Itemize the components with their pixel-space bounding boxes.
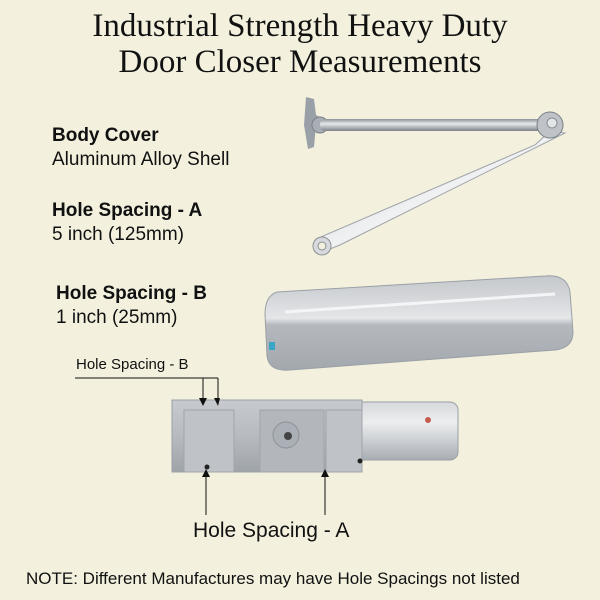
spec-hole-spacing-b: Hole Spacing - B 1 inch (25mm)	[56, 282, 207, 330]
spec-hole-spacing-a: Hole Spacing - A 5 inch (125mm)	[52, 199, 202, 247]
hole-spacing-b-indicator	[75, 377, 220, 406]
closer-arm-icon	[304, 97, 567, 256]
spec-body-cover: Body Cover Aluminum Alloy Shell	[52, 124, 229, 172]
spec-value: Aluminum Alloy Shell	[52, 149, 230, 170]
body-cover-icon	[264, 275, 574, 371]
arrow-down-icon	[214, 398, 220, 406]
hole-spacing-a-label: Hole Spacing - A	[193, 519, 350, 542]
title-line-1: Industrial Strength Heavy Duty	[92, 8, 508, 44]
closer-body-icon	[171, 399, 459, 473]
arrow-up-icon	[321, 469, 329, 477]
hole-spacing-b-label: Hole Spacing - B	[76, 356, 189, 373]
spec-value: 1 inch (25mm)	[56, 307, 178, 328]
arrow-down-icon	[199, 398, 207, 406]
hole-spacing-a-indicator	[202, 469, 329, 515]
page-title: Industrial Strength Heavy Duty Door Clos…	[0, 8, 600, 80]
arrow-up-icon	[202, 469, 210, 477]
spec-heading: Hole Spacing - B	[56, 283, 207, 304]
spec-heading: Hole Spacing - A	[52, 200, 203, 221]
spec-heading: Body Cover	[52, 125, 159, 146]
footer-note: NOTE: Different Manufactures may have Ho…	[26, 569, 520, 588]
spec-value: 5 inch (125mm)	[52, 224, 184, 245]
title-line-2: Door Closer Measurements	[118, 44, 482, 80]
